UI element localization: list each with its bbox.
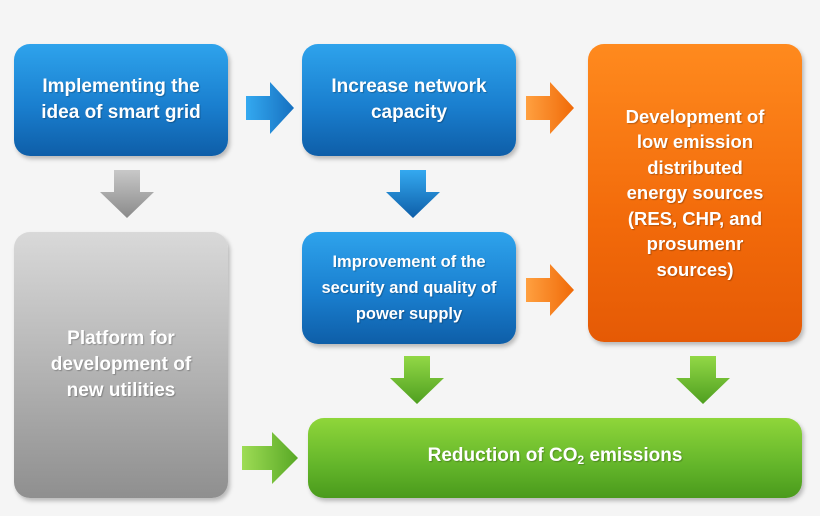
box-text-line: development of	[50, 354, 192, 375]
box-text-line: idea of smart grid	[41, 102, 201, 123]
arrow-down-green-icon	[390, 356, 444, 404]
co2-reduction-label: Reduction of CO2 emissions	[428, 443, 683, 473]
box-text-line: (RES, CHP, and	[627, 207, 763, 229]
arrow-down-gray-icon	[100, 170, 154, 218]
platform-utilities-box: Platform for development of new utilitie…	[14, 232, 228, 498]
box-text-line: low emission	[636, 131, 754, 153]
reduction-suffix: emissions	[584, 445, 683, 466]
box-text-line: Improvement of the	[332, 253, 486, 271]
smart-grid-box: Implementing the idea of smart grid	[14, 44, 228, 156]
arrow-down-blue-icon	[386, 170, 440, 218]
arrow-right-blue-icon	[246, 82, 294, 134]
box-text-line: Platform for	[67, 328, 175, 349]
box-text-line: Increase network	[331, 76, 487, 97]
arrow-right-orange-icon	[526, 82, 574, 134]
box-text-line: distributed	[647, 156, 743, 178]
low-emission-sources-box: Development of low emission distributed …	[588, 44, 802, 342]
arrow-right-orange-icon	[526, 264, 574, 316]
arrow-down-green-icon	[676, 356, 730, 404]
arrow-right-green-icon	[242, 432, 298, 484]
network-capacity-box: Increase network capacity	[302, 44, 516, 156]
co2-reduction-box: Reduction of CO2 emissions	[308, 418, 802, 498]
box-text-line: capacity	[370, 102, 448, 123]
security-quality-box: Improvement of the security and quality …	[302, 232, 516, 344]
box-text-line: power supply	[355, 305, 463, 323]
reduction-subscript: 2	[577, 453, 585, 467]
box-text-line: energy sources	[626, 182, 764, 204]
box-text-line: Development of	[625, 105, 765, 127]
box-text-line: new utilities	[66, 380, 176, 401]
box-text-line: security and quality of	[321, 279, 497, 297]
box-text-line: sources)	[656, 258, 734, 280]
box-text-line: Implementing the	[42, 76, 200, 97]
reduction-prefix: Reduction of CO	[427, 445, 578, 466]
box-text-line: prosumenr	[646, 233, 744, 255]
